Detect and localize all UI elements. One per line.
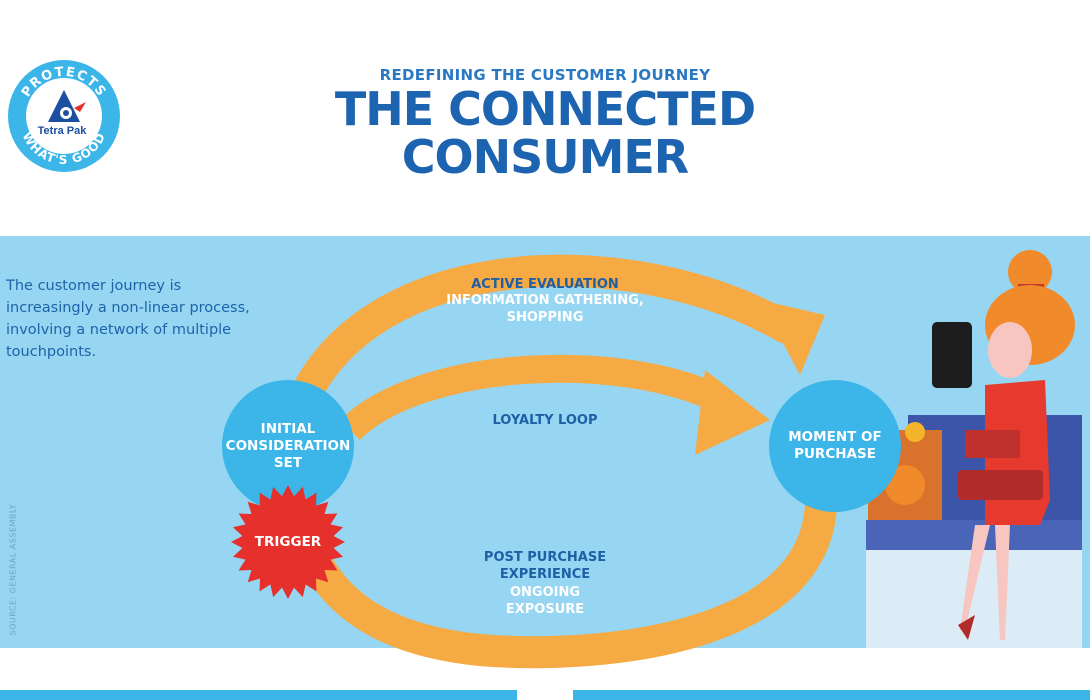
post-purchase-arrow — [284, 478, 838, 669]
post-purchase-sub: ONGOING EXPOSURE — [505, 585, 585, 617]
subtitle: REDEFINING THE CUSTOMER JOURNEY — [379, 66, 711, 84]
trigger-icon — [231, 485, 345, 599]
source-note: SOURCE: GENERAL ASSEMBLY — [8, 503, 18, 636]
active-evaluation-arrow — [274, 254, 799, 444]
initial-consideration-label: INITIAL CONSIDERATION SET — [225, 420, 351, 471]
active-evaluation-label: ACTIVE EVALUATION — [430, 276, 660, 293]
active-evaluation-sub: INFORMATION GATHERING, SHOPPING — [446, 293, 644, 325]
moment-of-purchase-node: MOMENT OF PURCHASE — [769, 380, 901, 512]
bottom-bar-right — [573, 690, 1090, 700]
moment-of-purchase-label: MOMENT OF PURCHASE — [788, 429, 882, 462]
loyalty-loop-arrow — [340, 354, 727, 441]
initial-consideration-set-node: INITIAL CONSIDERATION SET — [222, 380, 354, 512]
intro-text: The customer journey is increasingly a n… — [6, 278, 250, 360]
loyalty-loop-label: LOYALTY LOOP — [492, 413, 598, 428]
page-title-line1: THE CONNECTED — [334, 82, 756, 136]
active-evaluation-title: ACTIVE EVALUATION — [471, 277, 619, 292]
tetra-pak-logo: PROTECTS WHAT'S GOOD Tetra Pak — [8, 60, 120, 172]
trigger-label: TRIGGER — [254, 534, 322, 550]
svg-text:Tetra Pak: Tetra Pak — [38, 125, 88, 137]
woman-illustration — [866, 250, 1082, 648]
trigger-burst-shape — [231, 485, 345, 599]
active-evaluation-arrowhead — [760, 300, 825, 375]
page-title-line2: CONSUMER — [401, 130, 689, 184]
loyalty-loop-arrowhead — [695, 370, 770, 455]
bottom-bar-left — [0, 690, 517, 700]
post-purchase-title: POST PURCHASE EXPERIENCE — [483, 550, 607, 582]
